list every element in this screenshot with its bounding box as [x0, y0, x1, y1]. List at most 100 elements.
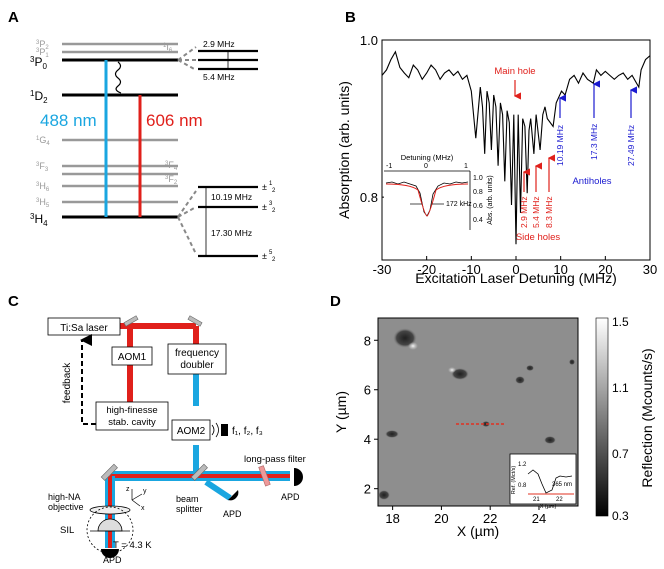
- svg-text:±: ±: [262, 182, 267, 192]
- rf-driver: [221, 424, 228, 436]
- panel-label-c: C: [8, 293, 19, 310]
- map-x-tick-label: 22: [483, 511, 497, 526]
- bs-label-2: splitter: [176, 504, 203, 514]
- label-3F4: 3F4: [165, 160, 178, 172]
- side-hole-label-3: 8.3 MHz: [544, 196, 554, 228]
- x-tick-label: 10: [553, 262, 567, 277]
- label-606nm: 606 nm: [146, 111, 203, 130]
- objective-l1: high-NA: [48, 492, 81, 502]
- nonradiative-decay: [114, 61, 122, 94]
- mirror-1: [123, 315, 139, 327]
- spin-label-5: ± 5 2: [262, 250, 276, 263]
- apd-2-label: APD: [223, 509, 242, 519]
- label-3P1: 3P1: [36, 47, 49, 59]
- label-3H4: 3H4: [30, 212, 48, 228]
- freq-doubler-box: [167, 343, 227, 375]
- temp-label: T = 4.3 K: [113, 540, 152, 551]
- colorbar-label: Reflection (Mcounts/s): [639, 348, 655, 487]
- colorbar-tick-4: 0.3: [612, 509, 629, 523]
- inset-b-ytick-4: 0.4: [473, 217, 483, 224]
- inset-d-xtick-1: 21: [533, 497, 540, 503]
- lower-dash-1: [177, 190, 197, 218]
- label-3H5: 3H5: [36, 197, 50, 209]
- svg-text:2: 2: [272, 188, 276, 194]
- spin-label-1: ± 1 2: [262, 181, 276, 194]
- apd-3: [101, 549, 119, 558]
- absorption-series: [381, 50, 651, 245]
- cavity-l2: stab. cavity: [108, 417, 156, 428]
- label-3P0: 3P0: [30, 55, 47, 71]
- particle-8: [544, 436, 556, 444]
- axis-y-label: y: [143, 488, 147, 495]
- label-1G4: 1G4: [36, 135, 50, 147]
- map-y-tick-label: 2: [364, 482, 371, 497]
- inset-b-xtick-1: -1: [386, 163, 392, 170]
- inset-d-bg: [509, 453, 577, 505]
- objective-lens: [89, 505, 131, 515]
- svg-text:2: 2: [272, 257, 276, 263]
- svg-text:3: 3: [269, 201, 273, 207]
- x-tick-label: 30: [643, 262, 657, 277]
- svg-text:1: 1: [269, 181, 273, 187]
- mirror-3: [100, 463, 118, 481]
- x-tick-label: -10: [462, 262, 481, 277]
- reflection-map: 1.2 0.8 Ref. (Mct/s) 21 22 X (µm) 365 nm…: [333, 315, 655, 539]
- inset-d: 1.2 0.8 Ref. (Mct/s) 21 22 X (µm) 365 nm: [509, 453, 577, 510]
- freqs-label: f₁, f₂, f₃: [232, 426, 263, 437]
- mirror-2: [187, 315, 203, 327]
- particle-6: [385, 430, 399, 438]
- map-y-label: Y (µm): [333, 391, 349, 433]
- inset-b-ylabel: Abs. (arb. units): [487, 175, 494, 224]
- particle-3: [515, 376, 525, 384]
- apd-3-label: APD: [103, 555, 122, 565]
- svg-text:±: ±: [262, 202, 267, 212]
- svg-text:2: 2: [272, 208, 276, 214]
- inset-b: -1 0 1 Detuning (MHz) 1.0 0.8 0.6 0.4 Ab…: [384, 153, 494, 230]
- sil-label: SIL: [60, 525, 74, 536]
- antiholes-label: Antiholes: [572, 176, 611, 187]
- map-x-tick-label: 18: [385, 511, 399, 526]
- inset-b-bg: [384, 168, 470, 230]
- particle-1-highlight: [408, 342, 418, 350]
- axis-y: [131, 493, 143, 501]
- label-3H6: 3H6: [36, 181, 50, 193]
- main-hole-label: Main hole: [494, 66, 535, 77]
- particle-9: [378, 490, 390, 500]
- spin-label-3: ± 3 2: [262, 201, 276, 214]
- apd-2: [228, 490, 239, 501]
- svg-text:±: ±: [262, 251, 267, 261]
- aom2-label: AOM2: [177, 426, 206, 437]
- beam-blue-split: [204, 479, 232, 501]
- energy-level-diagram: 3P2 3P1 3P0 1D2 1G4 3F3 3H6 3H5 3H4 1I6 …: [30, 39, 276, 263]
- inset-d-xlabel: X (µm): [540, 504, 557, 510]
- objective-l2: objective: [48, 502, 84, 512]
- particle-2-highlight: [448, 367, 456, 373]
- map-x-label: X (µm): [457, 523, 499, 539]
- bs-label-1: beam: [176, 494, 199, 504]
- colorbar: [595, 317, 609, 517]
- antihole-label-2: 17.3 MHz: [589, 124, 599, 160]
- axis-x: [131, 499, 141, 507]
- x-tick-label: 0: [512, 262, 519, 277]
- inset-b-ytick-2: 0.8: [473, 189, 483, 196]
- inset-b-ytick-3: 0.6: [473, 203, 483, 210]
- inset-b-xtick-3: 1: [464, 163, 468, 170]
- split-10.19: 10.19 MHz: [211, 192, 252, 202]
- inset-d-xtick-2: 22: [556, 497, 563, 503]
- axis-x-label: x: [141, 505, 145, 512]
- label-3P2: 3P2: [36, 39, 49, 51]
- x-tick-label: -30: [373, 262, 392, 277]
- inset-d-annotation: 365 nm: [552, 482, 572, 488]
- rf-waves: [211, 422, 219, 438]
- split-17.30: 17.30 MHz: [211, 228, 252, 238]
- inset-d-profile: [527, 469, 573, 494]
- colorbar-tick-2: 1.1: [612, 381, 629, 395]
- long-pass-filter: [258, 465, 271, 487]
- upper-dash-1: [177, 46, 197, 61]
- particle-4: [526, 365, 534, 371]
- map-x-tick-label: 24: [532, 511, 546, 526]
- freq-doubler-l2: doubler: [180, 360, 214, 371]
